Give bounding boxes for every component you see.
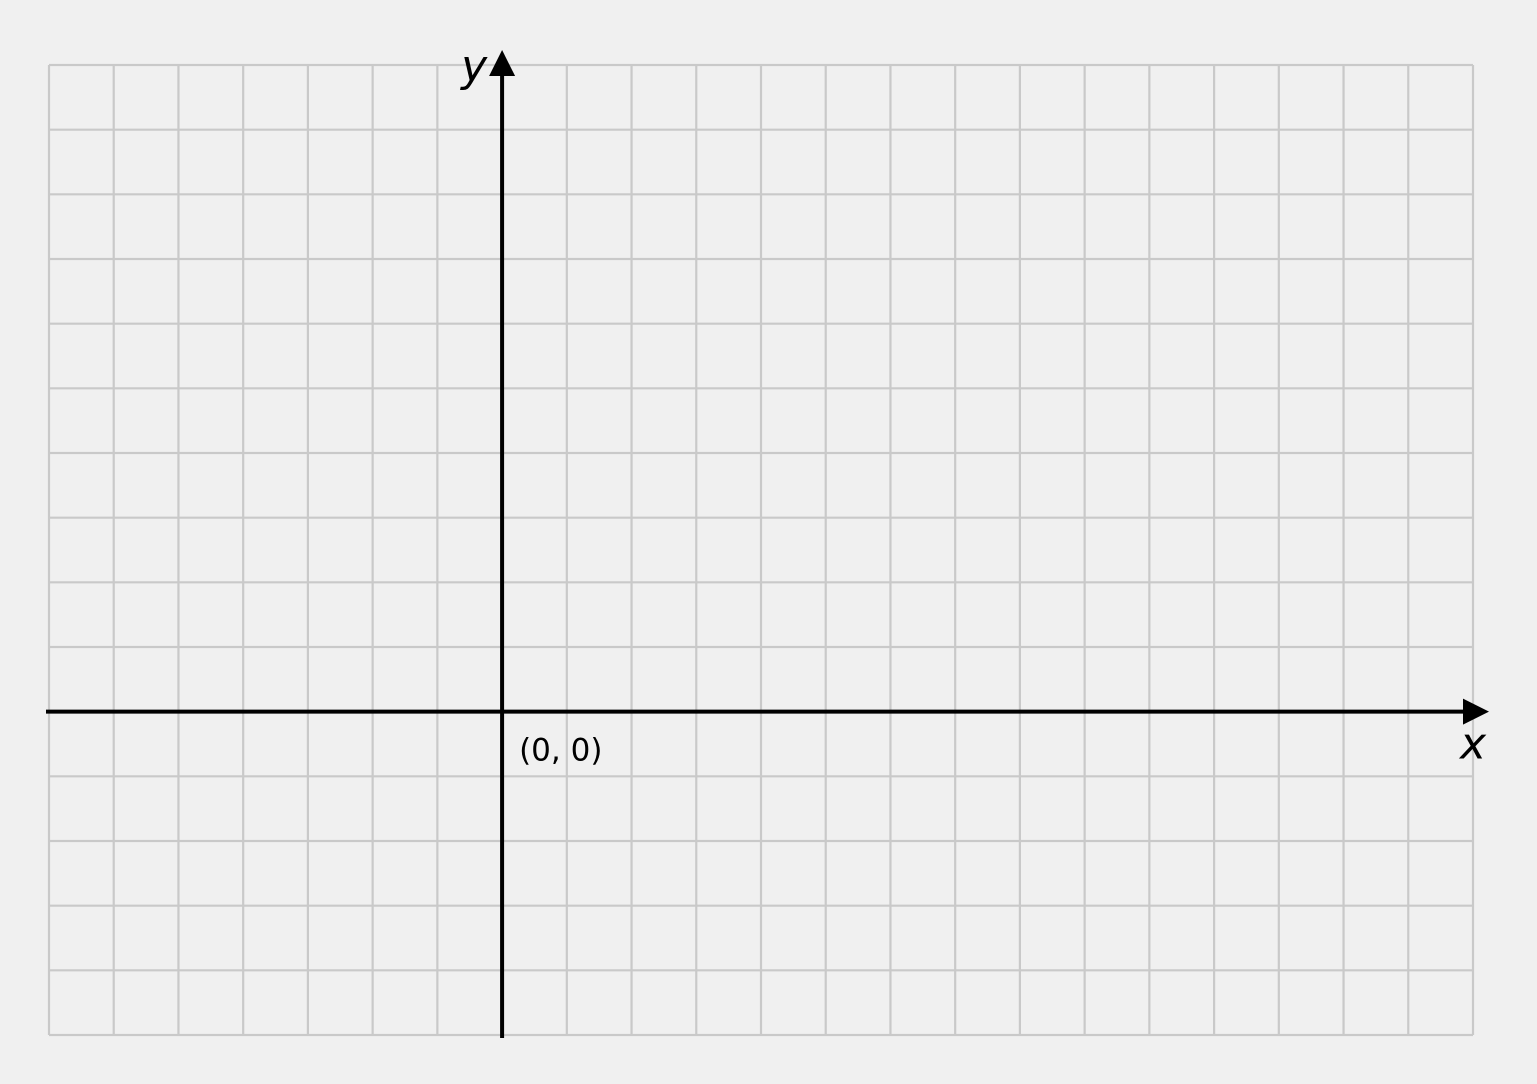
axes — [46, 50, 1489, 1038]
x-axis-arrowhead — [1463, 698, 1489, 725]
y-axis-label: y — [459, 41, 488, 92]
origin-label: (0, 0) — [519, 733, 602, 769]
y-axis-arrowhead — [489, 50, 516, 76]
grid — [47, 63, 1475, 1037]
x-axis-label: x — [1458, 719, 1487, 770]
